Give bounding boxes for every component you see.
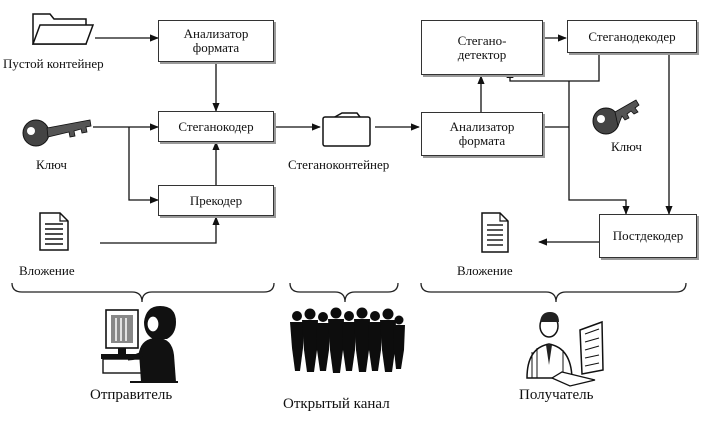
bracket-receiver	[420, 282, 687, 303]
key-label-sender: Ключ	[36, 157, 67, 172]
receiver-label: Получатель	[519, 387, 594, 403]
open-channel-label: Открытый канал	[283, 396, 390, 412]
stego-detector-box: Стегано- детектор	[421, 20, 543, 75]
empty-container-label: Пустой контейнер	[3, 56, 104, 71]
stegocontainer-label: Стеганоконтейнер	[288, 157, 390, 172]
attachment-label-receiver: Вложение	[457, 263, 513, 278]
briefcase-icon	[322, 112, 371, 147]
key-label-receiver: Ключ	[611, 139, 642, 154]
document-icon	[481, 212, 509, 253]
stegoencoder-box: Стеганокодер	[158, 111, 274, 142]
attachment-label-sender: Вложение	[19, 263, 75, 278]
precoder-box: Прекодер	[158, 185, 274, 216]
analyzer-box-receiver: Анализатор формата	[421, 112, 543, 156]
bracket-sender	[11, 282, 275, 303]
key-icon	[592, 99, 640, 135]
analyzer-box-sender: Анализатор формата	[158, 20, 274, 62]
document-icon	[39, 212, 69, 251]
postdecoder-box: Постдекодер	[599, 214, 697, 258]
key-icon	[22, 119, 92, 147]
folder-icon	[31, 13, 95, 45]
sender-label: Отправитель	[90, 387, 173, 403]
person-at-computer-icon	[101, 306, 178, 383]
bracket-channel	[289, 282, 399, 303]
crowd-icon	[290, 307, 405, 373]
stegodecoder-box: Стеганодекодер	[567, 20, 697, 53]
person-at-monitor-icon	[526, 312, 604, 387]
